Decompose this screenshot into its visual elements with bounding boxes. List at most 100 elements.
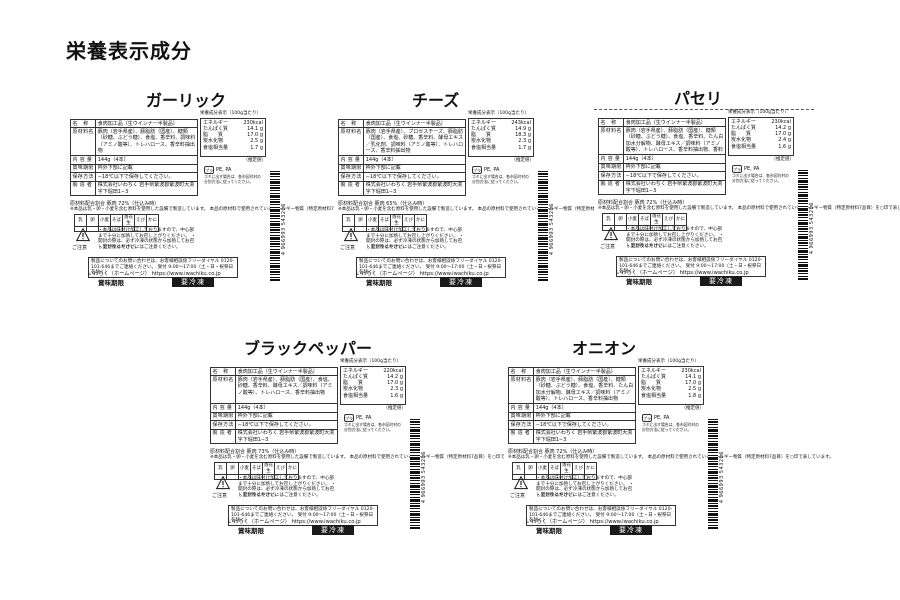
warning-icon	[216, 476, 230, 490]
warning-icon	[604, 227, 618, 241]
label-card[interactable]: 名 称食肉加工品（生ウインナー半製品） 原材料名豚肉（岩手県産）、豚脂肪（国産）…	[66, 111, 396, 287]
name-key: 名 称	[337, 118, 365, 129]
barcode: 4 966993 543206	[270, 171, 287, 281]
name-value: 食肉加工品（生ウインナー半製品）	[95, 118, 198, 129]
material-text: PE, PA	[356, 414, 372, 421]
allergy-header-row: 乳卵小麦そば落花生えびかに	[342, 213, 427, 228]
name-key: 名 称	[69, 118, 97, 129]
burn-warning: ・開封後はやけどにはご注意ください。	[536, 493, 619, 498]
allergy-table: 乳卵小麦そば落花生えびかに	[512, 461, 597, 481]
fat-value: 17.0 g	[685, 380, 701, 387]
energy-value: 230kcal	[243, 119, 263, 126]
allergy-table: 乳卵小麦そば落花生えびかに	[602, 212, 687, 232]
allergy-table: 乳卵小麦そば落花生えびかに	[342, 213, 427, 233]
flavor-title: オニオン	[572, 339, 637, 358]
material-text: PE, PA	[744, 165, 760, 172]
flavor-title: ガーリック	[146, 91, 227, 110]
burn-warning: ・開封後はやけどにはご注意ください。	[366, 245, 449, 250]
website-link[interactable]: いわちく（ホームページ） https://www.iwachiku.co.jp	[356, 271, 489, 277]
label-card[interactable]: 名 称食肉加工品（生ウインナー半製品） 原材料名豚肉（岩手県産）、豚脂肪（国産）…	[206, 359, 536, 535]
nutrition-heading: 栄養成分表示（100g当たり）	[728, 110, 789, 115]
flavor-title: チーズ	[412, 91, 460, 110]
allergen-cell: えび	[572, 461, 585, 476]
allergen-mark-cell	[286, 474, 299, 481]
contact-box: 製品についてのお問い合わせは、お客様相談係フリーダイヤル 0120-101-64…	[356, 257, 506, 279]
website-link[interactable]: いわちく（ホームページ） https://www.iwachiku.co.jp	[616, 270, 749, 276]
quantity-key: 内 容 量	[209, 403, 237, 413]
ingredients-value: 豚肉（岩手県産）、プロセスチーズ、豚脂肪（国産）、食塩、砂糖、香辛料、酵母エキス…	[363, 127, 466, 157]
barcode-number: 4 966993 543206	[420, 451, 427, 504]
origin-ratio: 原材料配合割合 豚肉 65%（仕込み時）	[338, 201, 428, 207]
storage-key: 保存方法	[597, 171, 625, 181]
allergen-cell: 小麦	[536, 461, 549, 476]
allergen-cell: えび	[662, 212, 675, 227]
label-card[interactable]: 名 称食肉加工品（生ウインナー半製品） 原材料名豚肉（岩手県産）、豚脂肪（国産）…	[594, 109, 900, 286]
storage-value: −18℃以下で保存してください。	[533, 420, 636, 430]
heating-warning: ・本品は味付け加工しておりますので、中心部まで十分に加熱してお召し上がりください…	[238, 476, 336, 499]
protein-value: 14.9 g	[515, 125, 531, 132]
allergy-note: ※本品は乳・卵・小麦を含む原料を使用した設備で製造しています。 本品の原材料で使…	[508, 455, 834, 460]
website-link[interactable]: いわちく（ホームページ） https://www.iwachiku.co.jp	[526, 519, 659, 525]
fat-label: 脂 質	[343, 380, 364, 387]
product-info-table: 名 称食肉加工品（生ウインナー半製品） 原材料名豚肉（岩手県産）、豚脂肪（国産）…	[209, 366, 338, 445]
contact-box: 製品についてのお問い合わせは、お客様相談係フリーダイヤル 0120-101-64…	[616, 256, 766, 278]
best-before-label: 賞味期限	[536, 527, 562, 535]
salt-label: 食塩相当量	[203, 144, 229, 151]
barcode-bars	[538, 171, 548, 281]
ingredients-value: 豚肉（岩手県産）、豚脂肪（国産）、糖類（砂糖、ぶどう糖）、食塩、香辛料、調味料（…	[95, 127, 198, 157]
allergy-header-row: 乳卵小麦そば落花生えびかに	[214, 461, 299, 476]
allergen-cell: そば	[110, 213, 123, 228]
expiry-value: 枠外下部に記載	[95, 163, 198, 174]
maker-key: 製 造 者	[507, 428, 535, 445]
protein-value: 14.1 g	[247, 125, 263, 132]
frozen-badge: 要冷凍	[700, 276, 742, 286]
page-title: 栄養表示成分	[66, 39, 192, 63]
caution-label: ご注意	[340, 245, 356, 251]
disposal-note: ゴミに出す場合は、各市区町村の分別方法に従ってください。	[344, 422, 401, 432]
energy-value: 230kcal	[771, 118, 791, 125]
burn-warning: ・開封後はやけどにはご注意ください。	[626, 244, 709, 249]
frozen-badge: 要冷凍	[172, 277, 214, 287]
name-key: 名 称	[209, 366, 237, 377]
best-before-label: 賞味期限	[238, 527, 264, 535]
origin-ratio: 原材料配合割合 豚肉 72%（仕込み時）	[598, 200, 688, 206]
disposal-note: ゴミに出す場合は、各市区町村の分別方法に従ってください。	[472, 174, 529, 184]
carb-value: 2.3 g	[518, 138, 531, 145]
material-text: PE, PA	[484, 166, 500, 173]
burn-warning: ・開封後はやけどにはご注意ください。	[98, 245, 181, 250]
allergen-cell: 乳	[74, 213, 87, 228]
salt-value: 1.6 g	[778, 143, 791, 150]
fat-value: 17.0 g	[247, 132, 263, 139]
protein-label: たんぱく質	[641, 373, 667, 380]
allergy-mark-row	[214, 474, 299, 481]
quantity-value: 144g（4本）	[363, 155, 466, 165]
allergen-cell: 卵	[524, 461, 537, 476]
label-card[interactable]: 名 称食肉加工品（生ウインナー半製品） 原材料名豚肉（岩手県産）、プロセスチーズ…	[334, 111, 664, 287]
heating-warning: ・本品は味付け加工しておりますので、中心部まで十分に加熱してお召し上がりください…	[626, 227, 724, 250]
expiry-key: 賞味期限	[507, 411, 535, 422]
fat-value: 17.0 g	[387, 380, 403, 387]
website-link[interactable]: いわちく（ホームページ） https://www.iwachiku.co.jp	[228, 519, 361, 525]
allergen-cell: かに	[146, 213, 159, 228]
energy-label: エネルギー	[471, 119, 497, 126]
fat-value: 17.0 g	[775, 131, 791, 138]
origin-ratio: 原材料配合割合 豚肉 73%（仕込み時）	[210, 449, 300, 455]
expiry-value: 枠外下部に記載	[363, 163, 466, 174]
allergen-cell: 乳	[214, 461, 227, 476]
storage-key: 保存方法	[209, 420, 237, 430]
maker-value: 株式会社いわちく 岩手県紫波郡紫波町大渕字下堀田1−3	[363, 180, 466, 197]
label-card[interactable]: 名 称食肉加工品（生ウインナー半製品） 原材料名豚肉（岩手県産）、豚脂肪（国産）…	[504, 359, 834, 535]
carb-value: 2.5 g	[250, 138, 263, 145]
website-link[interactable]: いわちく（ホームページ） https://www.iwachiku.co.jp	[88, 271, 221, 277]
